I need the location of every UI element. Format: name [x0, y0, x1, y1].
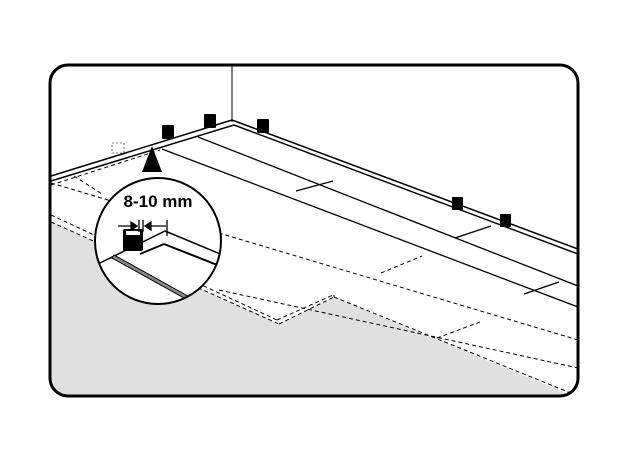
- gap-measurement-label: 8-10 mm: [124, 192, 193, 211]
- spacer: [500, 214, 511, 227]
- right-wall-base: [231, 119, 578, 255]
- pointer-triangle-icon: [142, 146, 162, 172]
- subfloor: [50, 222, 578, 396]
- spacer-ghost: [111, 142, 125, 154]
- left-wall-base: [50, 119, 235, 182]
- spacer: [162, 125, 174, 139]
- spacers: [162, 114, 511, 227]
- installed-planks: [161, 136, 578, 308]
- spacer: [257, 119, 269, 133]
- spacer: [452, 197, 463, 210]
- gap-dimension: [118, 220, 168, 236]
- illustration-frame: [48, 63, 580, 398]
- spacer: [204, 114, 216, 128]
